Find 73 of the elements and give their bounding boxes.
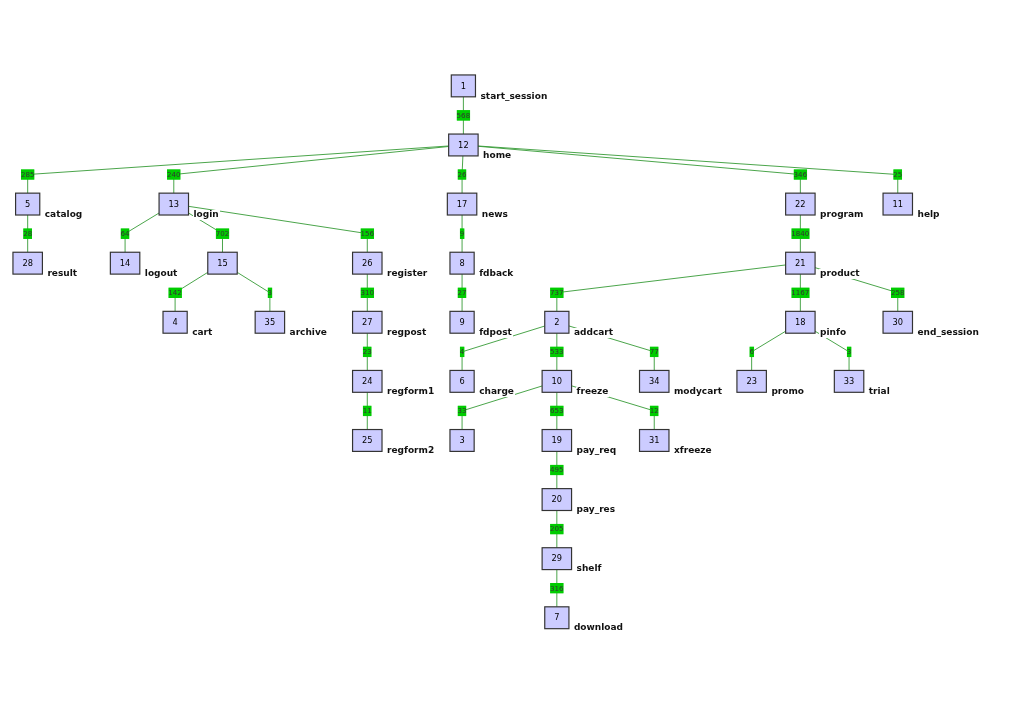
connector xyxy=(27,214,29,253)
connector xyxy=(461,273,463,312)
node-box: 21 xyxy=(785,251,816,275)
connector xyxy=(366,392,368,431)
node-caption: addcart xyxy=(572,327,615,338)
connector xyxy=(556,510,558,549)
node-caption: program xyxy=(819,209,865,220)
node-caption: fdback xyxy=(478,268,515,279)
node-box: 35 xyxy=(254,310,286,334)
node-caption: register xyxy=(386,268,429,279)
connector xyxy=(556,332,558,372)
node-box: 18 xyxy=(785,310,816,334)
node-caption: pay_req xyxy=(575,446,618,457)
node-box: 25 xyxy=(352,429,383,453)
node-box: 31 xyxy=(638,429,670,453)
node-caption: product xyxy=(819,268,861,279)
node-caption: archive xyxy=(288,327,328,338)
node-box: 26 xyxy=(352,251,383,275)
node-box: 3 xyxy=(449,429,475,453)
connector xyxy=(799,273,801,312)
node-caption: fdpost xyxy=(478,327,513,338)
node-caption: end_session xyxy=(916,327,980,338)
node-box: 24 xyxy=(352,370,383,394)
node-box: 2 xyxy=(544,310,570,334)
node-box: 15 xyxy=(207,251,238,275)
node-caption: cart xyxy=(191,327,214,338)
connector xyxy=(366,332,368,372)
node-caption: freeze xyxy=(575,387,610,397)
node-box: 27 xyxy=(352,310,383,334)
node-box: 33 xyxy=(833,370,865,394)
node-box: 23 xyxy=(736,370,767,394)
node-caption: result xyxy=(46,268,79,279)
node-box: 7 xyxy=(544,606,570,630)
node-caption: regpost xyxy=(386,327,428,338)
connector xyxy=(799,214,801,253)
node-caption: help xyxy=(916,209,941,220)
node-box: 30 xyxy=(882,310,914,334)
node-box: 4 xyxy=(162,310,188,334)
node-box: 14 xyxy=(109,251,141,275)
node-box: 20 xyxy=(541,488,573,512)
node-box: 11 xyxy=(882,192,914,216)
node-caption: pinfo xyxy=(819,327,848,338)
node-caption: modycart xyxy=(672,387,723,397)
node-box: 6 xyxy=(449,370,475,394)
node-box: 9 xyxy=(449,310,475,334)
connector xyxy=(124,212,160,253)
node-box: 1 xyxy=(450,74,477,98)
node-box: 19 xyxy=(541,429,573,453)
node-caption: logout xyxy=(143,268,179,279)
node-box: 13 xyxy=(158,192,190,216)
node-box: 8 xyxy=(449,251,475,275)
node-box: 12 xyxy=(448,133,479,157)
node-caption: home xyxy=(482,150,513,161)
node-caption: start_session xyxy=(479,91,549,102)
node-caption: login xyxy=(192,209,220,220)
node-box: 29 xyxy=(541,547,573,571)
node-caption: promo xyxy=(770,387,805,397)
node-caption: trial xyxy=(867,387,891,397)
node-box: 34 xyxy=(638,370,670,394)
node-caption: catalog xyxy=(43,209,84,220)
node-box: 5 xyxy=(15,192,41,216)
node-box: 17 xyxy=(446,192,478,216)
connector xyxy=(236,272,271,312)
node-box: 28 xyxy=(12,251,43,275)
node-box: 10 xyxy=(541,370,573,394)
connector xyxy=(556,451,558,490)
connector xyxy=(814,330,850,372)
node-caption: regform2 xyxy=(386,446,436,457)
node-box: 22 xyxy=(785,192,816,216)
node-caption: regform1 xyxy=(386,387,436,397)
node-caption: pay_res xyxy=(575,505,617,516)
node-caption: news xyxy=(480,209,509,220)
node-caption: charge xyxy=(478,387,515,397)
